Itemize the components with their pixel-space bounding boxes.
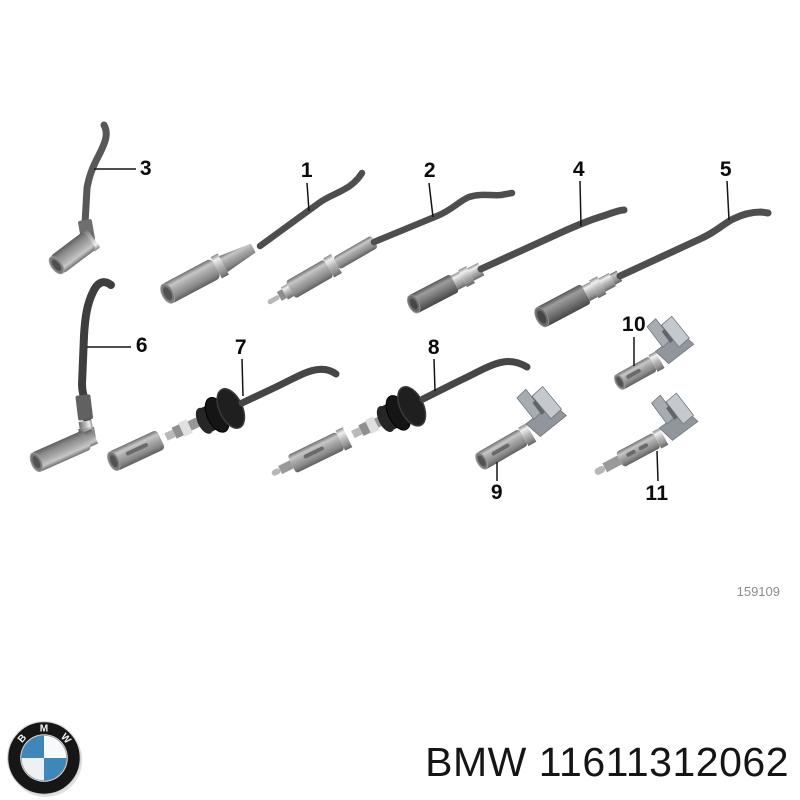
- part-5-drawing: [534, 208, 772, 328]
- leader-line-2: [428, 182, 434, 218]
- roundel-quadrant-se: [44, 758, 67, 781]
- leader-line-8: [433, 358, 436, 392]
- leader-line-4: [579, 180, 582, 227]
- roundel-quadrant-ne: [44, 735, 67, 758]
- leader-line-11: [656, 450, 659, 482]
- bmw-logo-icon: B M W: [7, 721, 83, 797]
- leader-line-1: [306, 182, 310, 212]
- rubber-grommet: [188, 383, 251, 444]
- part-11-drawing: [594, 384, 701, 475]
- footer: B M W BMW 11611312062: [0, 712, 800, 800]
- part-9-drawing: [475, 377, 570, 470]
- part-callout-11: 11: [645, 482, 669, 505]
- part-callout-8: 8: [427, 336, 441, 359]
- part-callout-2: 2: [423, 159, 437, 182]
- part-1-drawing: [160, 169, 366, 304]
- leader-line-5: [726, 180, 730, 221]
- logo-letter-m: M: [40, 723, 48, 734]
- part-callout-9: 9: [490, 481, 504, 504]
- part-2-drawing: [267, 189, 516, 305]
- part-callout-10: 10: [621, 313, 647, 336]
- part-callout-7: 7: [234, 336, 248, 359]
- part-7-drawing: [107, 365, 340, 471]
- part-4-drawing: [407, 206, 628, 314]
- part-10-drawing: [614, 308, 697, 390]
- parts-diagram: [29, 121, 772, 482]
- part-callout-3: 3: [139, 157, 153, 180]
- roundel-quadrant-nw: [21, 735, 44, 758]
- leader-lines: [87, 168, 730, 482]
- part-3-drawing: [48, 121, 110, 275]
- part-number-text: BMW 11611312062: [425, 739, 789, 785]
- part-callout-1: 1: [300, 159, 314, 182]
- part-6-drawing: [29, 278, 115, 473]
- diagram-sheet-number: 159109: [736, 584, 780, 599]
- part-8-drawing: [271, 358, 531, 476]
- rubber-grommet: [369, 381, 432, 442]
- part-callout-6: 6: [135, 334, 149, 357]
- roundel-quadrant-sw: [21, 758, 44, 781]
- part-callout-5: 5: [719, 158, 733, 181]
- leader-line-7: [241, 358, 244, 397]
- part-callout-4: 4: [572, 158, 586, 181]
